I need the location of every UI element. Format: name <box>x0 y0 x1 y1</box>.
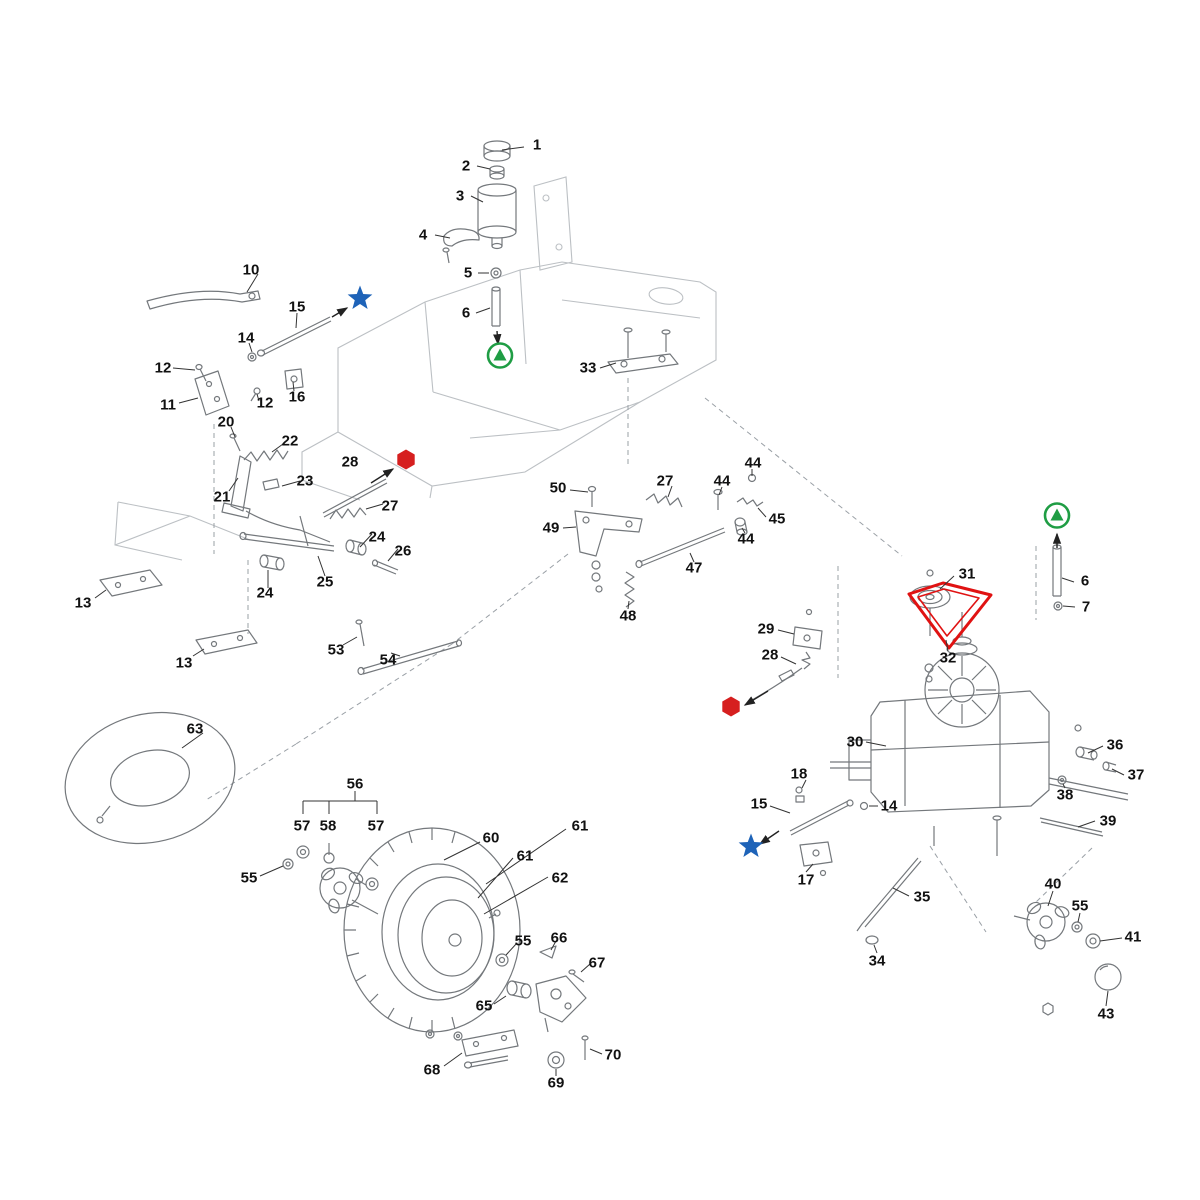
belt-highlight <box>907 581 993 650</box>
alignment-dashes <box>205 378 1093 933</box>
chassis-frame <box>114 176 717 561</box>
parts-artwork <box>64 140 1129 1069</box>
leader-lines <box>94 146 1125 1076</box>
symbol-arrows <box>331 307 1062 845</box>
